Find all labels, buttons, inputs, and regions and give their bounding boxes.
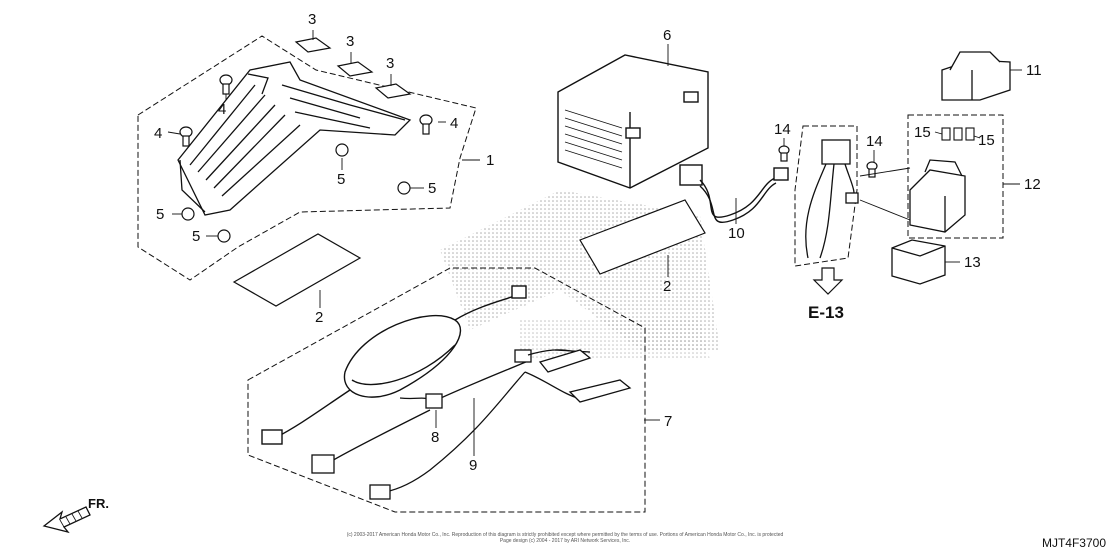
callout-2a: 2 bbox=[315, 309, 323, 326]
callout-11: 11 bbox=[1026, 62, 1042, 79]
callout-numbers: 3 3 3 4 4 4 1 5 5 5 5 2 2 6 7 8 9 10 14 … bbox=[154, 11, 1042, 474]
callout-4b: 4 bbox=[154, 125, 162, 142]
frame-group-12 bbox=[907, 114, 1004, 239]
callout-5a: 5 bbox=[337, 171, 345, 188]
callout-7: 7 bbox=[664, 413, 672, 430]
callout-14a: 14 bbox=[774, 121, 791, 138]
callout-13: 13 bbox=[964, 254, 981, 271]
starter-relay bbox=[909, 159, 966, 233]
callout-1: 1 bbox=[486, 152, 494, 169]
rubber-pads bbox=[294, 37, 412, 99]
callout-3a: 3 bbox=[308, 11, 316, 28]
battery bbox=[557, 54, 709, 189]
pad-sheets bbox=[232, 199, 706, 307]
front-arrow-icon bbox=[42, 506, 91, 534]
battery-cover bbox=[177, 61, 412, 216]
fuses bbox=[941, 127, 975, 141]
reference-arrow bbox=[812, 267, 844, 295]
charger-cable-8 bbox=[311, 349, 591, 474]
callout-12: 12 bbox=[1024, 176, 1041, 193]
bolts bbox=[179, 74, 433, 147]
starter-relay-wiring bbox=[805, 139, 859, 259]
front-direction-label: FR. bbox=[88, 496, 109, 511]
copyright-notice: (c) 2003-2017 American Honda Motor Co., … bbox=[315, 532, 815, 544]
battery-charger bbox=[261, 285, 527, 445]
callout-10: 10 bbox=[728, 225, 745, 242]
callout-3c: 3 bbox=[386, 55, 394, 72]
callout-4a: 4 bbox=[218, 101, 226, 118]
bolts-14 bbox=[778, 145, 878, 178]
battery-cable bbox=[679, 164, 789, 223]
frame-group-1 bbox=[137, 35, 477, 281]
copyright-line-2: Page design (c) 2004 - 2017 by ARI Netwo… bbox=[499, 538, 631, 544]
grommets bbox=[181, 143, 411, 243]
callout-14b: 14 bbox=[866, 133, 883, 150]
clamp-cable-9 bbox=[369, 349, 632, 500]
relay-boot bbox=[891, 239, 946, 285]
callout-3b: 3 bbox=[346, 33, 354, 50]
copyright-line-1: (c) 2003-2017 American Honda Motor Co., … bbox=[346, 532, 784, 538]
relay-cover bbox=[941, 51, 1011, 101]
callout-5b: 5 bbox=[428, 180, 436, 197]
callout-5d: 5 bbox=[192, 228, 200, 245]
callout-6: 6 bbox=[663, 27, 671, 44]
callout-9: 9 bbox=[469, 457, 477, 474]
reference-label: E-13 bbox=[808, 303, 844, 322]
callout-4c: 4 bbox=[450, 115, 458, 132]
leader-lines bbox=[167, 30, 1022, 456]
callout-2b: 2 bbox=[663, 278, 671, 295]
callout-15b: 15 bbox=[978, 132, 995, 149]
callout-5c: 5 bbox=[156, 206, 164, 223]
callout-8: 8 bbox=[431, 429, 439, 446]
frame-group-10 bbox=[794, 125, 858, 267]
callout-15a: 15 bbox=[914, 124, 931, 141]
diagram-code: MJT4F3700 bbox=[1041, 536, 1106, 550]
